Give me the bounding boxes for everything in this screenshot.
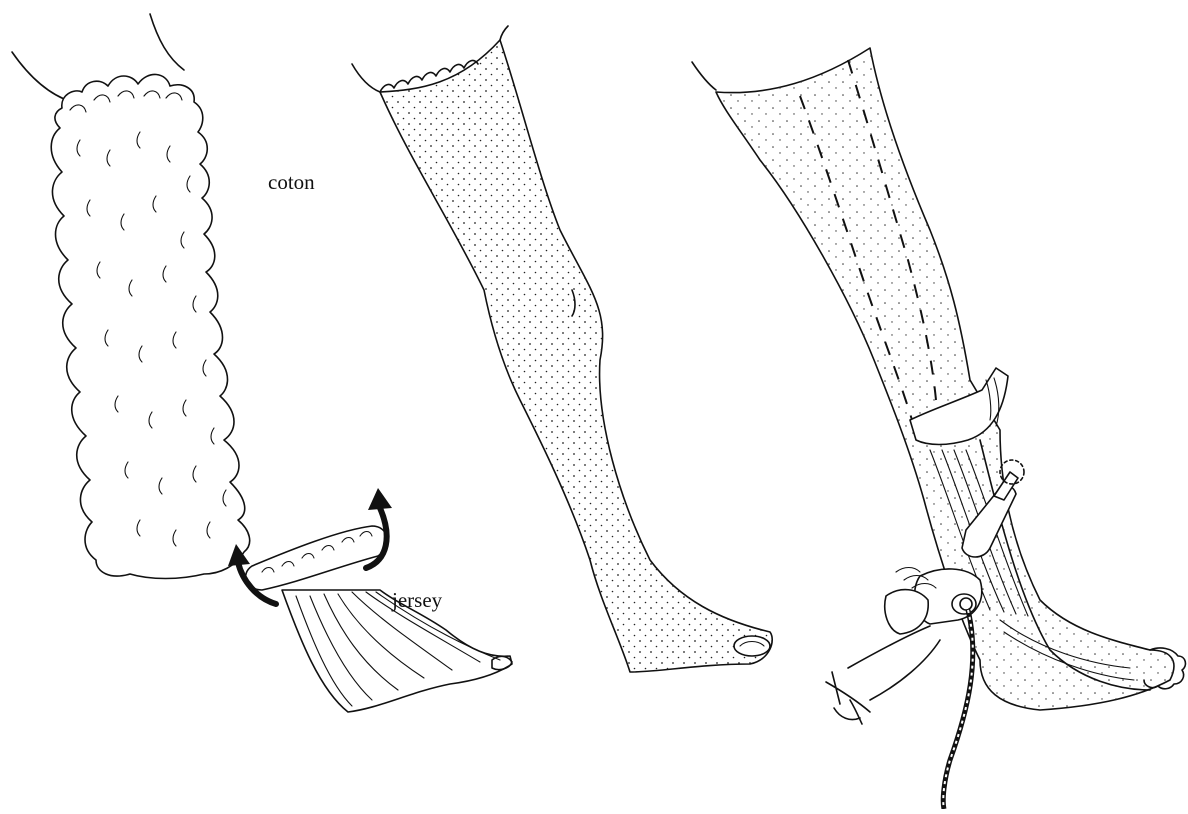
label-cotton: coton bbox=[268, 170, 315, 195]
power-cable bbox=[943, 610, 973, 809]
thigh-outline-left bbox=[352, 64, 380, 92]
toe-opening bbox=[734, 636, 770, 656]
panel-plaster-cast bbox=[352, 26, 772, 672]
jersey-cuff-roll bbox=[246, 526, 388, 590]
thigh-outline-left bbox=[12, 52, 72, 102]
thigh-outline-right bbox=[500, 26, 508, 40]
panel-cast-cutting bbox=[692, 48, 1185, 809]
operator-arm bbox=[826, 626, 940, 724]
cotton-padding bbox=[51, 74, 249, 578]
thigh-outline-left bbox=[692, 62, 716, 90]
label-jersey: jersey bbox=[392, 588, 442, 613]
thigh-outline-right bbox=[150, 14, 184, 70]
